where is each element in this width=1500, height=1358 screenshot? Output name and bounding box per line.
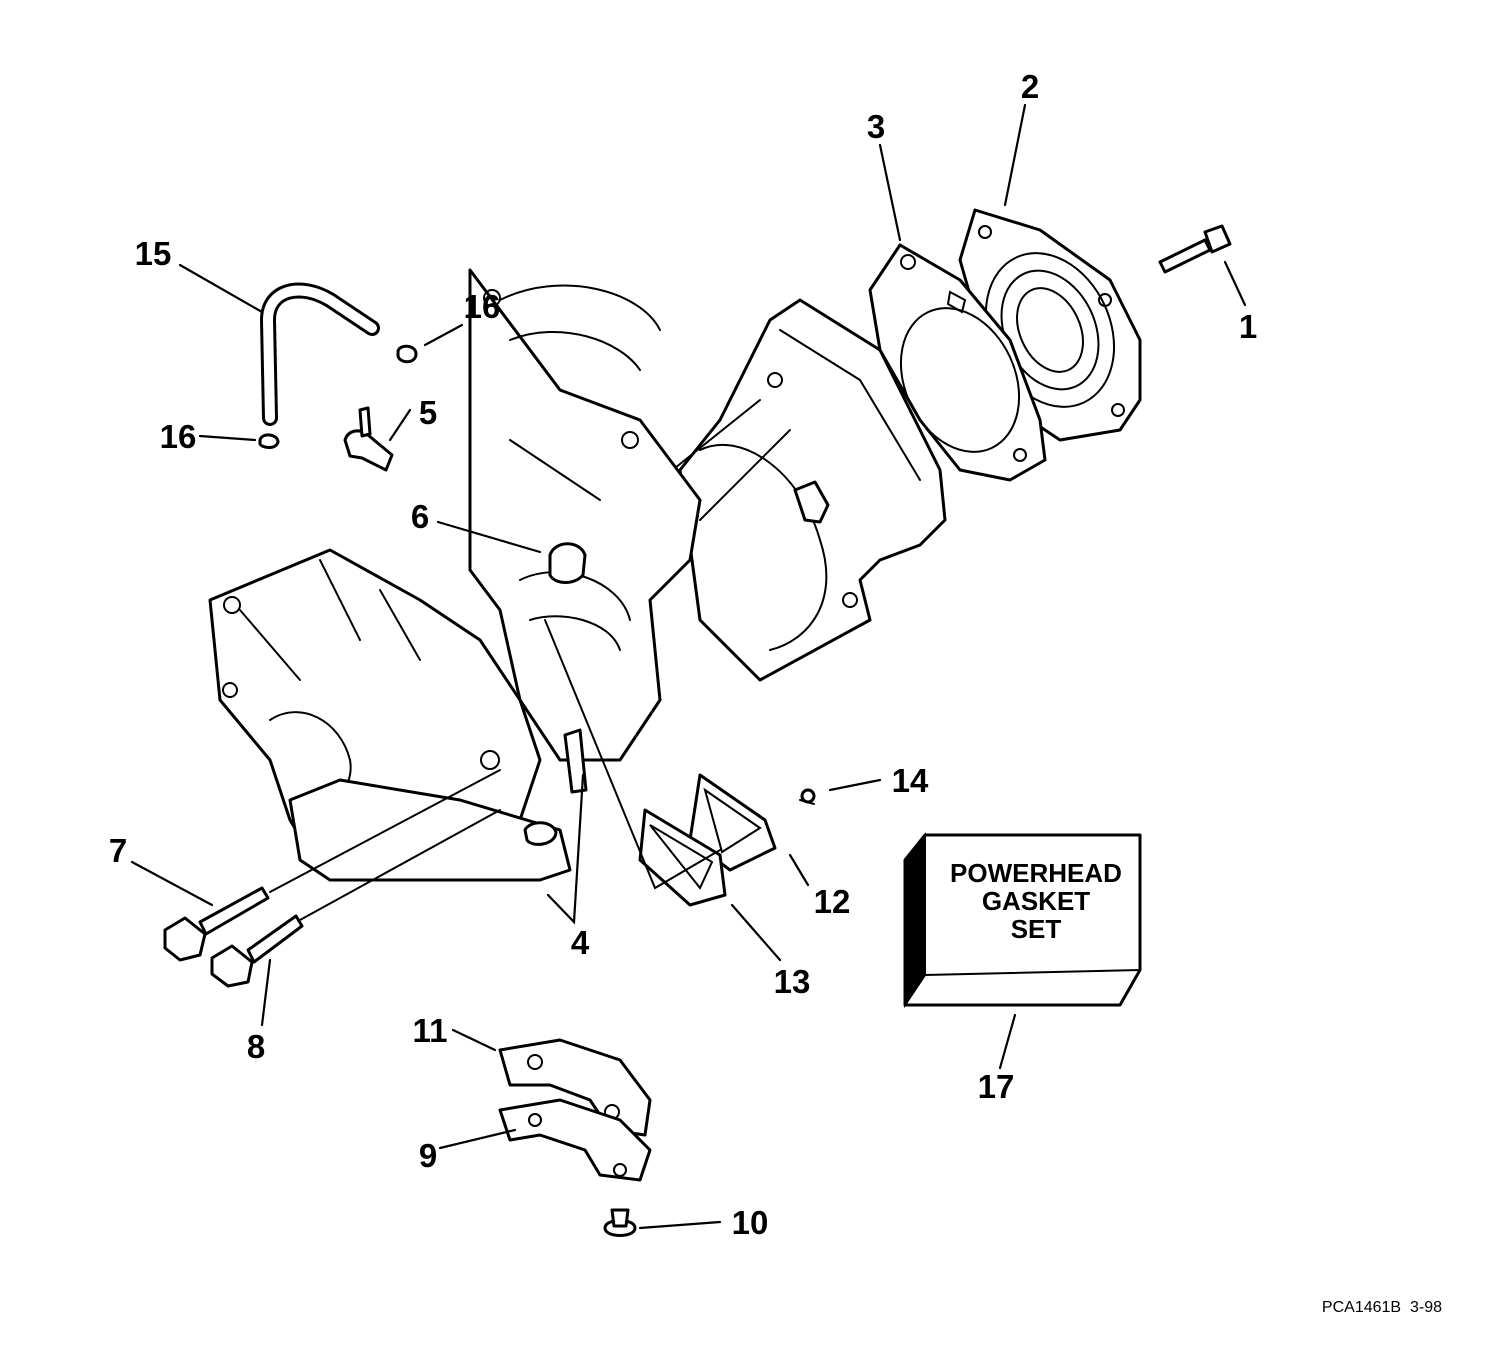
callout-1: 1 (1239, 308, 1257, 345)
callout-12: 12 (814, 883, 851, 920)
callout-2: 2 (1021, 68, 1039, 105)
gasket-box-line1: POWERHEAD (950, 858, 1122, 888)
callout-15: 15 (135, 235, 172, 272)
callout-16-upper: 16 (464, 288, 501, 325)
callout-6: 6 (411, 498, 429, 535)
callout-5: 5 (419, 394, 437, 431)
screw-part-1 (1158, 224, 1232, 274)
callout-9: 9 (419, 1137, 437, 1174)
callout-13: 13 (774, 963, 811, 1000)
callout-labels: 1 2 3 4 5 6 7 8 9 10 11 12 13 14 15 16 1… (109, 68, 1257, 1241)
screw-part-14 (799, 788, 816, 805)
callout-7: 7 (109, 832, 127, 869)
bolt-part-8 (210, 914, 304, 988)
bolt-part-7 (163, 886, 270, 962)
head-gasket-part-3 (868, 243, 1047, 482)
callout-3: 3 (867, 108, 885, 145)
callout-17: 17 (978, 1068, 1015, 1105)
figure-code: PCA1461B 3-98 (1322, 1299, 1442, 1316)
hose-clamp-part-16 (258, 344, 418, 449)
leader-lines (130, 103, 1247, 1230)
gasket-set-box-part-17: POWERHEAD GASKET SET (903, 832, 1142, 1009)
bolt-alignment-lines (269, 769, 501, 921)
callout-11: 11 (413, 1012, 448, 1049)
hose-part-15 (259, 282, 380, 426)
reed-plate-part-12 (688, 773, 777, 872)
cylinder-block-crankcase (208, 268, 947, 882)
callout-14: 14 (892, 762, 929, 799)
callout-8: 8 (247, 1028, 265, 1065)
callout-16-lower: 16 (160, 418, 197, 455)
plate-part-9 (498, 1098, 652, 1182)
callout-4: 4 (571, 924, 590, 961)
gasket-box-line3: SET (1011, 914, 1062, 944)
callout-10: 10 (732, 1204, 769, 1241)
reed-alignment-lines (544, 619, 721, 890)
fitting-part-5 (343, 406, 394, 472)
gasket-box-line2: GASKET (982, 886, 1090, 916)
bolt-part-10 (603, 1208, 637, 1237)
